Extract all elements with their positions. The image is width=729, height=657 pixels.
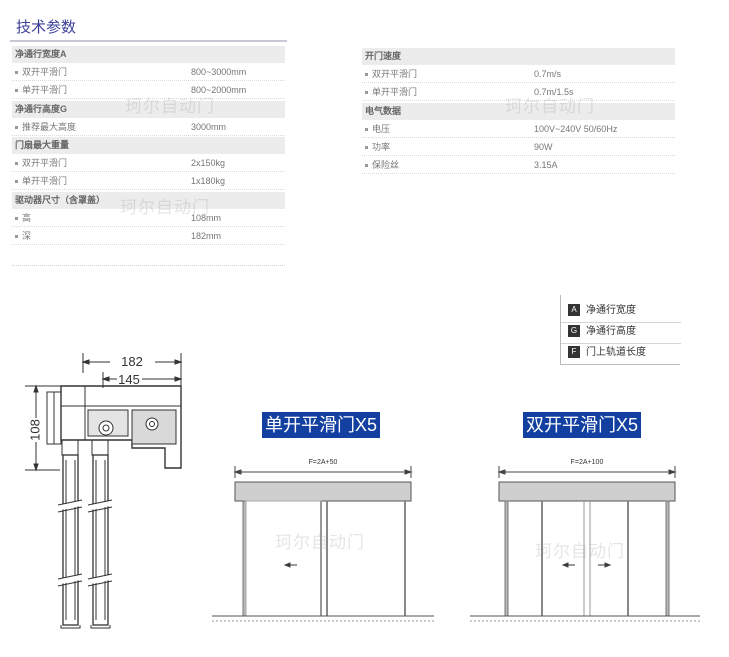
double-door-title: 双开平滑门X5 bbox=[523, 412, 642, 438]
bullet-icon bbox=[15, 216, 18, 220]
watermark-4: 珂尔自动门 bbox=[275, 533, 365, 552]
spec-name: 净通行宽度A bbox=[15, 49, 67, 59]
spec-value: 2x150kg bbox=[191, 158, 226, 169]
spec-row: 功率 90W bbox=[362, 139, 675, 156]
spec-row: 深 182mm bbox=[12, 228, 285, 245]
spec-row: 高 108mm bbox=[12, 210, 285, 227]
spec-value: 182mm bbox=[191, 231, 222, 241]
double-door-drawing bbox=[470, 466, 700, 622]
spec-table-left: 净通行宽度A 双开平滑门 800~3000mm 单开平滑门 800~2000mm 净通行高… bbox=[12, 46, 285, 246]
watermark-2: 珂尔自动门 bbox=[120, 198, 210, 217]
spec-row: 电压 100V~240V 50/60Hz bbox=[362, 121, 675, 138]
legend-row-f: F 门上轨道长度 bbox=[568, 346, 646, 360]
bullet-icon bbox=[365, 146, 368, 149]
bullet-icon bbox=[365, 91, 368, 95]
legend: A 净通行宽度 G 净通行高度 F 门上轨道长度 bbox=[560, 295, 681, 365]
legend-label-a: 净通行宽度 bbox=[586, 305, 636, 316]
legend-divider bbox=[561, 343, 681, 344]
spec-name: 单开平滑门 bbox=[372, 87, 418, 98]
spec-name: 净通行高度G bbox=[15, 103, 68, 114]
spec-value: 90W bbox=[534, 142, 553, 152]
profile-drawing bbox=[25, 353, 183, 629]
spec-name: 推荐最大高度 bbox=[22, 121, 77, 132]
spec-value: 108mm bbox=[191, 212, 222, 223]
spec-value: 0.7m/1.5s bbox=[534, 87, 574, 98]
bullet-icon bbox=[15, 162, 18, 166]
spec-name: 深 bbox=[22, 231, 32, 241]
single-door-formula: F=2A+50 bbox=[309, 459, 338, 466]
spec-row: 推荐最大高度 3000mm bbox=[12, 119, 285, 136]
spec-value: 800~2000mm bbox=[191, 85, 247, 96]
bullet-icon bbox=[15, 235, 18, 238]
spec-section-header: 电气数据 bbox=[362, 102, 675, 120]
bullet-icon bbox=[365, 73, 368, 77]
legend-key-a: A bbox=[568, 304, 580, 317]
legend-row-a: A 净通行宽度 bbox=[568, 304, 636, 318]
spec-name: 保险丝 bbox=[372, 160, 400, 171]
bullet-icon bbox=[15, 125, 18, 129]
single-door-drawing bbox=[212, 466, 434, 622]
legend-key-g: G bbox=[568, 325, 580, 338]
bullet-icon bbox=[365, 164, 368, 168]
spec-name: 双开平滑门 bbox=[22, 67, 68, 78]
bullet-icon bbox=[365, 127, 368, 131]
spec-name: 开门速度 bbox=[365, 51, 402, 61]
bullet-icon bbox=[15, 89, 18, 93]
spec-value: 3.15A bbox=[534, 160, 558, 171]
watermark-5: 珂尔自动门 bbox=[535, 542, 625, 561]
dim-145-label: 145 bbox=[118, 372, 140, 387]
spec-section-header: 开门速度 bbox=[362, 48, 675, 65]
spec-name: 功率 bbox=[372, 142, 391, 152]
spec-name: 电压 bbox=[372, 123, 391, 134]
spec-name: 单开平滑门 bbox=[22, 85, 68, 96]
double-door-formula: F=2A+100 bbox=[571, 459, 604, 466]
legend-divider bbox=[561, 322, 681, 323]
legend-row-g: G 净通行高度 bbox=[568, 325, 636, 339]
table-end-left bbox=[12, 265, 285, 266]
spec-row: 单开平滑门 1x180kg bbox=[12, 173, 285, 191]
spec-name: 门扇最大重量 bbox=[15, 140, 70, 150]
spec-row: 单开平滑门 0.7m/1.5s bbox=[362, 84, 675, 102]
dim-108-label: 108 bbox=[27, 419, 42, 441]
dim-182-label: 182 bbox=[121, 354, 143, 369]
spec-name: 双开平滑门 bbox=[372, 69, 418, 80]
legend-label-f: 门上轨道长度 bbox=[586, 347, 646, 358]
spec-value: 3000mm bbox=[191, 121, 227, 132]
spec-name: 双开平滑门 bbox=[22, 158, 68, 169]
title-underline bbox=[10, 40, 287, 42]
spec-section-header: 驱动器尺寸（含罩盖） bbox=[12, 191, 285, 209]
spec-value: 800~3000mm bbox=[191, 67, 247, 78]
spec-section-header: 净通行宽度A bbox=[12, 46, 285, 63]
single-door-title: 单开平滑门X5 bbox=[262, 412, 381, 438]
spec-name: 驱动器尺寸（含罩盖） bbox=[15, 194, 106, 205]
section-title: 技术参数 bbox=[16, 19, 77, 36]
spec-value: 0.7m/s bbox=[534, 69, 562, 80]
legend-label-g: 净通行高度 bbox=[586, 326, 636, 337]
bullet-icon bbox=[15, 71, 18, 75]
spec-row: 双开平滑门 2x150kg bbox=[12, 155, 285, 173]
spec-row: 双开平滑门 800~3000mm bbox=[12, 64, 285, 82]
spec-value: 1x180kg bbox=[191, 176, 226, 187]
legend-key-f: F bbox=[568, 346, 580, 359]
watermark-3: 珂尔自动门 bbox=[505, 97, 595, 116]
spec-row: 保险丝 3.15A bbox=[362, 157, 675, 175]
spec-table-right: 开门速度双开平滑门 0.7m/s 单开平滑门 0.7m/1.5s 电气数据电压 100V~… bbox=[362, 48, 675, 178]
spec-name: 高 bbox=[22, 212, 32, 223]
spec-name: 单开平滑门 bbox=[22, 176, 68, 187]
spec-section-header: 净通行高度G bbox=[12, 100, 285, 118]
spec-row: 双开平滑门 0.7m/s bbox=[362, 66, 675, 84]
watermark-1: 珂尔自动门 bbox=[125, 97, 215, 116]
spec-row: 单开平滑门 800~2000mm bbox=[12, 82, 285, 100]
bullet-icon bbox=[15, 180, 18, 184]
spec-name: 电气数据 bbox=[365, 105, 402, 116]
spec-value: 100V~240V 50/60Hz bbox=[534, 123, 618, 134]
spec-section-header: 门扇最大重量 bbox=[12, 137, 285, 154]
